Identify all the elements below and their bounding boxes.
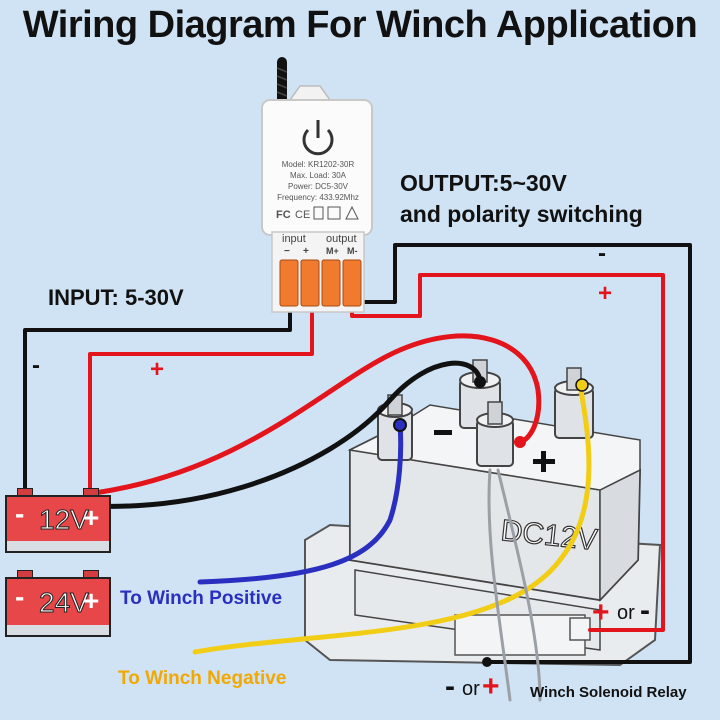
module-term-minus: −: [284, 246, 290, 257]
post-front-center: [476, 401, 514, 467]
battery-12v-plus: +: [83, 502, 100, 533]
winch-solenoid-relay-label: Winch Solenoid Relay: [530, 684, 687, 701]
yellow-winch-negative-wire: [192, 382, 592, 655]
relay-right-plus: +: [592, 596, 610, 629]
blue-ring: [393, 418, 407, 432]
relay-right-minus: -: [640, 594, 650, 627]
yellow-ring: [575, 378, 589, 392]
output-plus-sign: +: [598, 280, 613, 307]
ce-mark-icon: CE: [295, 209, 310, 221]
module-power: Power: DC5-30V: [287, 182, 349, 191]
battery-negative-wire: [19, 360, 483, 509]
relay-right-or: or: [617, 602, 635, 624]
battery-12v-minus: -: [15, 498, 25, 529]
relay-bottom-plus: +: [482, 670, 500, 703]
warning-icon: [345, 205, 359, 220]
output-label-line2: and polarity switching: [400, 201, 643, 227]
body-plus-mark: [533, 451, 555, 472]
input-negative-wire: [23, 310, 292, 492]
module-max-load: Max. Load: 30A: [289, 171, 347, 180]
input-positive-wire: [88, 310, 314, 492]
red-ring: [514, 436, 526, 448]
output-label-line1: OUTPUT:5~30V: [400, 170, 567, 196]
power-icon: [302, 128, 334, 156]
module-model: Model: KR1202-30R: [281, 160, 355, 169]
relay-bottom-minus: -: [445, 670, 455, 703]
module-term-mminus: M-: [347, 246, 358, 256]
module-term-mplus: M+: [326, 246, 339, 256]
battery-positive-wire: [92, 333, 542, 496]
fc-mark-icon: FC: [276, 209, 291, 221]
battery-12v-label: 12V: [39, 504, 90, 536]
to-winch-negative-label: To Winch Negative: [118, 668, 287, 689]
module-input-label: input: [282, 233, 306, 245]
to-winch-positive-label: To Winch Positive: [120, 588, 283, 609]
battery-24v: - 24V +: [5, 570, 111, 640]
page-title: Wiring Diagram For Winch Application: [22, 4, 698, 46]
output-mminus-wire: [350, 273, 665, 632]
module-output-label: output: [326, 233, 357, 245]
post-left: [377, 394, 413, 461]
black-ring: [474, 376, 486, 388]
input-label: INPUT: 5-30V: [48, 285, 184, 310]
output-minus-sign: -: [598, 240, 606, 267]
battery-12v: - 12V +: [5, 488, 111, 556]
input-minus-sign: -: [32, 352, 40, 379]
check-mark-icon: [327, 206, 341, 220]
body-minus-mark: [434, 430, 452, 435]
relay-coil-terminal: [482, 657, 492, 667]
grey-wires: [487, 468, 542, 702]
blue-winch-positive-wire: [197, 422, 404, 585]
module-frequency: Frequency: 433.92Mhz: [277, 193, 359, 202]
recycle-bin-icon: [313, 206, 324, 220]
battery-24v-minus: -: [15, 581, 25, 612]
input-plus-sign: +: [150, 356, 165, 383]
remote-module: FC CE: [261, 57, 373, 313]
battery-24v-label: 24V: [39, 587, 90, 619]
relay-bottom-or: or: [462, 678, 480, 700]
battery-24v-plus: +: [83, 585, 100, 616]
module-term-plus: +: [303, 246, 309, 257]
